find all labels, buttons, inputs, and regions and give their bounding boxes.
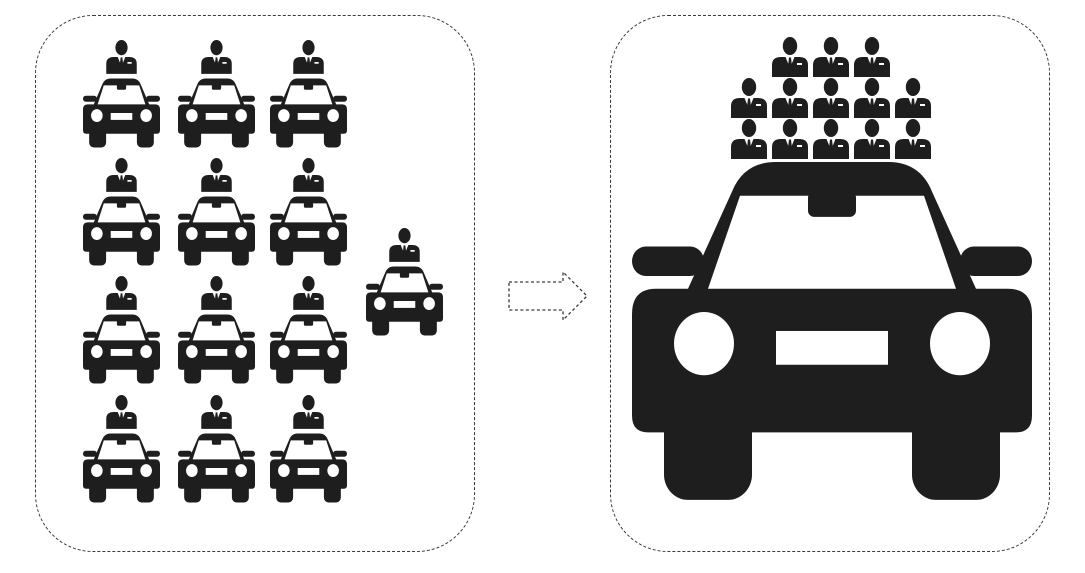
single-occupant-car-icon: [270, 40, 347, 148]
driver-icon: [201, 276, 232, 310]
passenger-icon: [854, 37, 890, 77]
passenger-icon: [895, 119, 931, 159]
passenger-icon: [772, 78, 808, 118]
passenger-icon: [854, 119, 890, 159]
driver-icon: [106, 276, 137, 310]
driver-icon: [201, 158, 232, 192]
passenger-icon: [731, 78, 767, 118]
driver-icon: [106, 40, 137, 74]
driver-icon: [106, 395, 137, 429]
passenger-icon: [813, 119, 849, 159]
car-icon: [366, 266, 443, 336]
passenger-icon: [813, 37, 849, 77]
single-occupant-car-icon: [366, 228, 443, 336]
dashed-right-arrow-icon: [508, 270, 588, 322]
single-occupant-car-icon: [270, 276, 347, 384]
driver-icon: [293, 276, 324, 310]
passenger-icon: [772, 37, 808, 77]
car-icon: [178, 78, 255, 148]
shared-car-panel: [610, 15, 1050, 552]
car-icon: [83, 433, 160, 503]
passenger-icon: [854, 78, 890, 118]
car-icon: [270, 78, 347, 148]
passenger-icon: [772, 119, 808, 159]
single-occupant-car-icon: [270, 395, 347, 503]
car-icon: [178, 433, 255, 503]
single-occupant-car-icon: [178, 40, 255, 148]
car-icon: [270, 196, 347, 266]
single-occupant-car-icon: [83, 276, 160, 384]
car-icon: [83, 78, 160, 148]
single-occupant-car-icon: [83, 395, 160, 503]
single-occupant-car-icon: [178, 395, 255, 503]
single-occupant-car-icon: [178, 158, 255, 266]
driver-icon: [201, 395, 232, 429]
car-icon: [270, 314, 347, 384]
passenger-icon: [895, 78, 931, 118]
single-occupant-car-icon: [83, 40, 160, 148]
driver-icon: [293, 40, 324, 74]
shared-car-icon: [632, 162, 1032, 500]
passenger-icon: [813, 78, 849, 118]
car-icon: [178, 196, 255, 266]
driver-icon: [106, 158, 137, 192]
car-icon: [178, 314, 255, 384]
single-occupant-car-icon: [178, 276, 255, 384]
car-icon: [83, 196, 160, 266]
car-icon: [270, 433, 347, 503]
individual-cars-panel: [35, 15, 475, 552]
driver-icon: [389, 228, 420, 262]
single-occupant-car-icon: [270, 158, 347, 266]
driver-icon: [293, 158, 324, 192]
passenger-icon: [731, 119, 767, 159]
car-icon: [83, 314, 160, 384]
driver-icon: [201, 40, 232, 74]
driver-icon: [293, 395, 324, 429]
single-occupant-car-icon: [83, 158, 160, 266]
